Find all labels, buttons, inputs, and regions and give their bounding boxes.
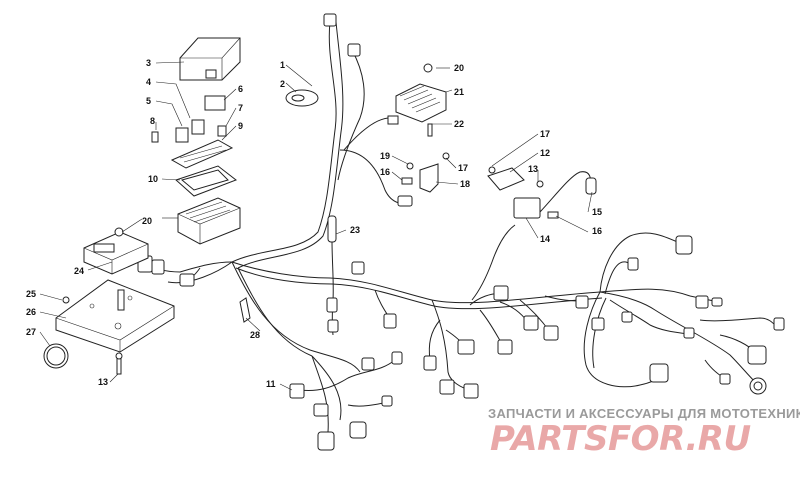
callout-1: 1 (280, 60, 285, 70)
harness-connectors (137, 13, 785, 451)
fuse-box-base (177, 197, 241, 245)
callout-24: 24 (74, 266, 84, 276)
relays (151, 95, 227, 143)
callout-19: 19 (380, 151, 390, 161)
watermark-tagline: ЗАПЧАСТИ И АКСЕССУАРЫ ДЛЯ МОТОТЕХНИКИ (488, 406, 800, 421)
relay-bracket (487, 166, 597, 219)
callout-labels: 1 2 3 4 5 6 7 8 9 10 11 12 13 13 14 15 1… (26, 58, 602, 389)
callout-18: 18 (460, 179, 470, 189)
callout-11: 11 (266, 379, 276, 389)
callout-28: 28 (250, 330, 260, 340)
callout-26: 26 (26, 307, 36, 317)
clip-28 (239, 297, 251, 323)
callout-15: 15 (592, 207, 602, 217)
watermark: ЗАПЧАСТИ И АКСЕССУАРЫ ДЛЯ МОТОТЕХНИКИ PA… (488, 406, 800, 459)
callout-9: 9 (238, 121, 243, 131)
ecu-module (83, 227, 149, 275)
callout-8: 8 (150, 116, 155, 126)
callout-14: 14 (540, 234, 550, 244)
callout-6: 6 (238, 84, 243, 94)
ecu-mounting-plate (55, 279, 175, 353)
watermark-brand: PARTSFOR.RU (490, 419, 751, 459)
callout-3: 3 (146, 58, 151, 68)
callout-25: 25 (26, 289, 36, 299)
callout-7: 7 (238, 103, 243, 113)
callout-20b: 20 (142, 216, 152, 226)
screws (62, 296, 123, 375)
callout-2: 2 (280, 79, 285, 89)
callout-17b: 17 (458, 163, 468, 173)
callout-21: 21 (454, 87, 464, 97)
callout-27: 27 (26, 327, 36, 337)
callout-13b: 13 (98, 377, 108, 387)
callout-22: 22 (454, 119, 464, 129)
callout-23: 23 (350, 225, 360, 235)
callout-13a: 13 (528, 164, 538, 174)
sensor-bracket (401, 152, 450, 193)
callout-16b: 16 (592, 226, 602, 236)
callout-12: 12 (540, 148, 550, 158)
callout-5: 5 (146, 96, 151, 106)
callout-20a: 20 (454, 63, 464, 73)
sensor-23 (327, 215, 337, 243)
cable-tie (43, 343, 69, 369)
fuse-panel (170, 139, 234, 169)
callout-10: 10 (148, 174, 158, 184)
voltage-regulator (387, 63, 447, 137)
callout-16a: 16 (380, 167, 390, 177)
fuse-box-gasket (175, 165, 238, 197)
leader-lines (39, 61, 593, 391)
harness-grommet (285, 89, 319, 107)
callout-4: 4 (146, 77, 151, 87)
callout-17a: 17 (540, 129, 550, 139)
fuse-box-cover (179, 37, 241, 81)
